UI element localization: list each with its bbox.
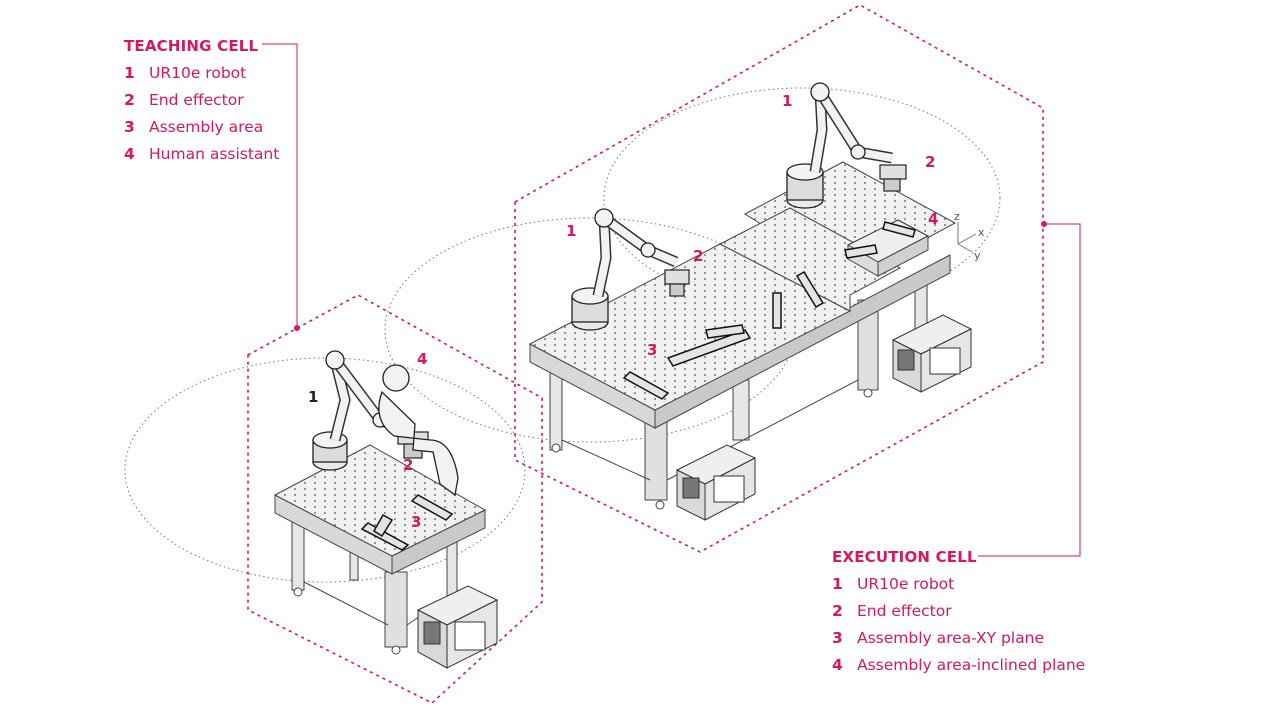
execution-callout-robot-b: 1 [782,92,793,110]
legend-item-label: End effector [149,91,244,109]
legend-item-number: 3 [832,629,843,647]
legend-item: 4 Assembly area-inclined plane [832,656,1085,674]
legend-item: 3 Assembly area [124,118,279,136]
execution-control-box-a [675,444,757,521]
legend-item: 1 UR10e robot [832,575,1085,593]
execution-cell-boundary [514,4,1044,553]
human-assistant [378,364,459,497]
coordinate-axes-gizmo [957,222,977,253]
teaching-callout-human: 4 [417,350,428,368]
axis-y-label: y [974,249,981,262]
axis-z-label: z [954,210,960,223]
legend-item-label: Assembly area [149,118,264,136]
axis-x-label: x [978,226,985,239]
execution-table [528,161,957,510]
legend-item: 4 Human assistant [124,145,279,163]
execution-cell-legend: EXECUTION CELL 1 UR10e robot 2 End effecto… [832,548,1085,674]
execution-callout-effector-a: 2 [693,247,704,265]
legend-item-number: 2 [124,91,135,109]
legend-item-label: Human assistant [149,145,280,163]
teaching-cell-boundary [247,294,543,704]
execution-ur10e-robot-a [571,208,679,331]
execution-leader-dot [1041,221,1047,227]
execution-leader-line [978,223,1081,557]
legend-item: 1 UR10e robot [124,64,279,82]
teaching-callout-effector: 2 [403,456,414,474]
teaching-assembly-parts [360,494,454,551]
execution-cell-title: EXECUTION CELL [832,548,977,566]
legend-item-number: 1 [832,575,843,593]
teaching-leader-dot [294,325,300,331]
execution-end-effector-b [879,164,907,192]
execution-ur10e-robot-b [786,82,893,209]
legend-item-label: UR10e robot [149,64,247,82]
legend-item: 2 End effector [124,91,279,109]
execution-end-effector-a [664,269,690,297]
legend-item-number: 1 [124,64,135,82]
teaching-table [273,444,487,655]
legend-item-label: Assembly area-inclined plane [857,656,1086,674]
execution-control-box-b [891,314,973,393]
legend-item: 2 End effector [832,602,1085,620]
legend-item-number: 3 [124,118,135,136]
execution-reach-zone-b [603,87,1001,309]
execution-callout-robot-a: 1 [566,222,577,240]
teaching-cell-legend: TEACHING CELL 1 UR10e robot 2 End effector… [124,37,279,163]
teaching-leader-line [262,43,298,328]
legend-item-number: 4 [124,145,135,163]
legend-item-number: 2 [832,602,843,620]
teaching-cell-title: TEACHING CELL [124,37,259,55]
execution-callout-area-inclined: 4 [928,210,939,228]
execution-assembly-parts [622,221,916,400]
legend-item-label: UR10e robot [857,575,955,593]
execution-callout-effector-b: 2 [925,153,936,171]
teaching-control-box [416,585,499,669]
legend-item-number: 4 [832,656,843,674]
legend-item: 3 Assembly area-XY plane [832,629,1085,647]
teaching-reach-zone [124,357,526,583]
legend-item-label: End effector [857,602,952,620]
teaching-callout-robot: 1 [308,388,319,406]
teaching-callout-area: 3 [411,513,422,531]
execution-callout-area-xy: 3 [647,341,658,359]
legend-item-label: Assembly area-XY plane [857,629,1045,647]
